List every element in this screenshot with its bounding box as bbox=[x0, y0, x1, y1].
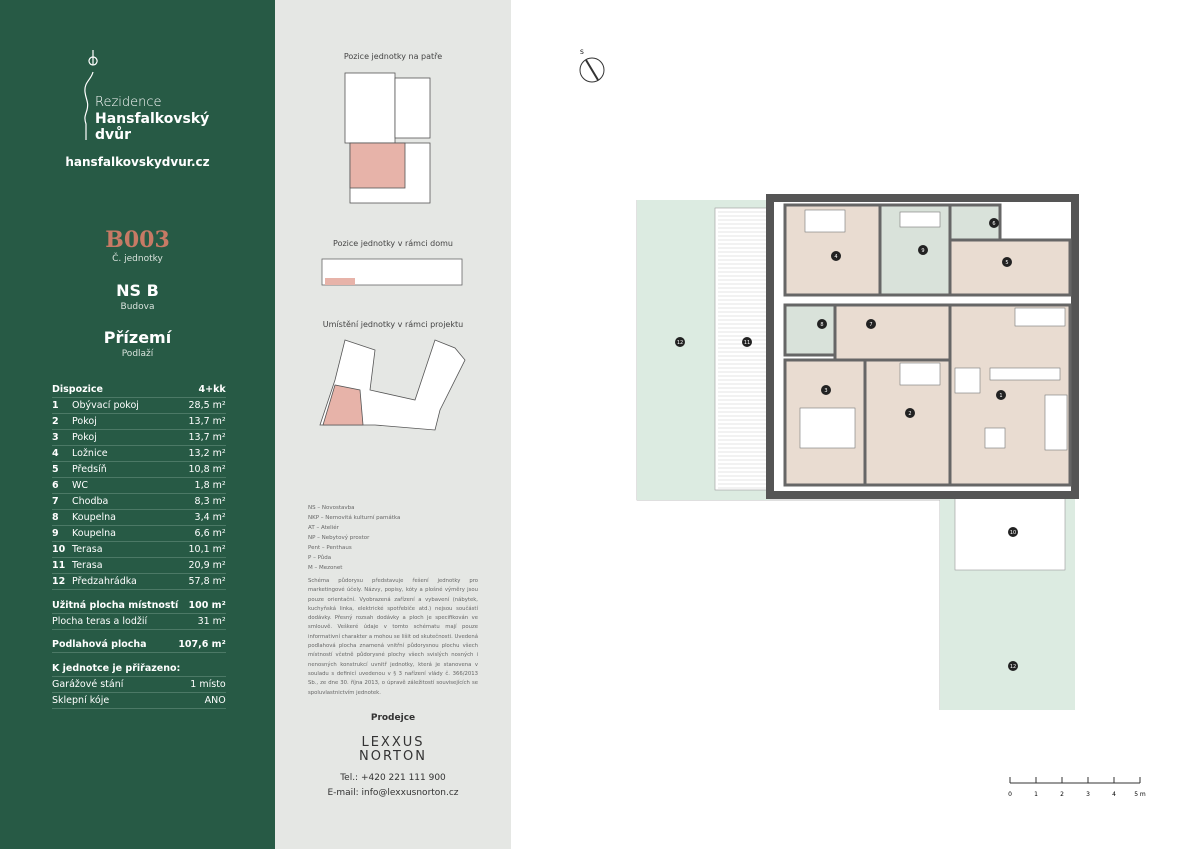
floor-position-title: Pozice jednotky na patře bbox=[343, 52, 443, 61]
useful-area-label: Užitná plocha místností bbox=[52, 597, 179, 614]
building-label: Budova bbox=[120, 302, 155, 312]
svg-text:12: 12 bbox=[677, 340, 683, 346]
svg-text:5: 5 bbox=[1005, 260, 1008, 266]
parking-label: Garážové stání bbox=[52, 676, 179, 693]
scale-label: 4 bbox=[1112, 791, 1116, 798]
layout-label: Dispozice bbox=[52, 382, 179, 398]
seller-phone: Tel.: +420 221 111 900 bbox=[340, 773, 446, 783]
terrace-11 bbox=[714, 207, 771, 491]
room-tag-6: 6 bbox=[989, 218, 999, 228]
project-position-diagram bbox=[319, 339, 466, 431]
scale-label: 3 bbox=[1086, 791, 1090, 798]
parking: 1 místo bbox=[178, 676, 226, 693]
svg-text:12: 12 bbox=[1010, 664, 1016, 670]
floor-position-diagram bbox=[344, 72, 431, 204]
svg-text:11: 11 bbox=[744, 340, 750, 346]
website-link[interactable]: hansfalkovskydvur.cz bbox=[65, 155, 210, 169]
svg-text:6: 6 bbox=[992, 221, 995, 227]
unit-number-label: Č. jednotky bbox=[112, 254, 163, 264]
svg-text:10: 10 bbox=[1010, 530, 1016, 536]
seller-label: Prodejce bbox=[370, 713, 416, 723]
room-tag-3: 3 bbox=[821, 385, 831, 395]
room-tag-10: 10 bbox=[1008, 527, 1018, 537]
floor-area: 107,6 m² bbox=[178, 637, 226, 653]
floor: Přízemí bbox=[103, 328, 172, 347]
house-position-diagram bbox=[321, 258, 463, 286]
room-tag-7: 7 bbox=[866, 319, 876, 329]
svg-text:7: 7 bbox=[869, 322, 872, 328]
room-tag-8: 8 bbox=[817, 319, 827, 329]
disclaimer: Schéma půdorysu představuje řešení jedno… bbox=[308, 578, 478, 696]
room-tag-11: 11 bbox=[742, 337, 752, 347]
floor-area-label: Podlahová plocha bbox=[52, 637, 179, 653]
room-tag-12: 12 bbox=[675, 337, 685, 347]
legend-item: M – Mezonet bbox=[308, 565, 343, 571]
unit-number: B003 bbox=[105, 227, 170, 253]
scale-label: 5 m bbox=[1134, 791, 1146, 798]
svg-text:8: 8 bbox=[820, 322, 823, 328]
room-tag-9: 9 bbox=[918, 245, 928, 255]
tower-icon bbox=[84, 50, 98, 140]
house-position-title: Pozice jednotky v rámci domu bbox=[333, 239, 453, 248]
cellar-label: Sklepní kóje bbox=[52, 692, 179, 709]
room-tag-2: 2 bbox=[905, 408, 915, 418]
svg-text:1: 1 bbox=[999, 393, 1002, 399]
legend-item: NP – Nebytový prostor bbox=[308, 535, 370, 541]
layout-value: 4+kk bbox=[178, 382, 226, 398]
legend-item: Pent – Penthaus bbox=[308, 545, 352, 551]
room-tag-4: 4 bbox=[831, 251, 841, 261]
scale-bar: 0 1 2 3 4 5 m bbox=[1008, 777, 1146, 798]
room-tag-5: 5 bbox=[1002, 257, 1012, 267]
assigned-title: K jednotce je přiřazeno: bbox=[52, 660, 226, 677]
legend-item: NS – Novostavba bbox=[308, 505, 355, 511]
legend-item: NKP – Nemovitá kulturní památka bbox=[308, 515, 401, 521]
scale-label: 2 bbox=[1060, 791, 1064, 798]
legend-item: AT – Ateliér bbox=[308, 525, 339, 531]
svg-text:2: 2 bbox=[908, 411, 911, 417]
terrace-area-label: Plocha teras a lodžií bbox=[52, 613, 179, 630]
useful-area: 100 m² bbox=[178, 597, 226, 614]
project-position-title: Umístění jednotky v rámci projektu bbox=[322, 320, 464, 329]
building: NS B bbox=[116, 281, 159, 300]
legend-item: P – Půda bbox=[308, 555, 332, 561]
floor-label: Podlaží bbox=[121, 349, 154, 359]
room-tag-12: 12 bbox=[1008, 661, 1018, 671]
svg-text:9: 9 bbox=[921, 248, 924, 254]
svg-text:4: 4 bbox=[834, 254, 837, 260]
scale-label: 1 bbox=[1034, 791, 1038, 798]
svg-text:S: S bbox=[580, 49, 584, 56]
info-panel: Rezidence Hansfalkovský dvůr hansfalkovs… bbox=[0, 0, 275, 849]
svg-text:3: 3 bbox=[824, 388, 827, 394]
compass-icon: S bbox=[579, 49, 605, 83]
seller-email[interactable]: E-mail: info@lexxusnorton.cz bbox=[327, 788, 459, 798]
room-tag-1: 1 bbox=[996, 390, 1006, 400]
position-panel: Pozice jednotky na patře Pozice jednotky… bbox=[275, 0, 511, 849]
scale-label: 0 bbox=[1008, 791, 1012, 798]
terrace-area: 31 m² bbox=[178, 613, 226, 630]
cellar: ANO bbox=[178, 692, 226, 709]
